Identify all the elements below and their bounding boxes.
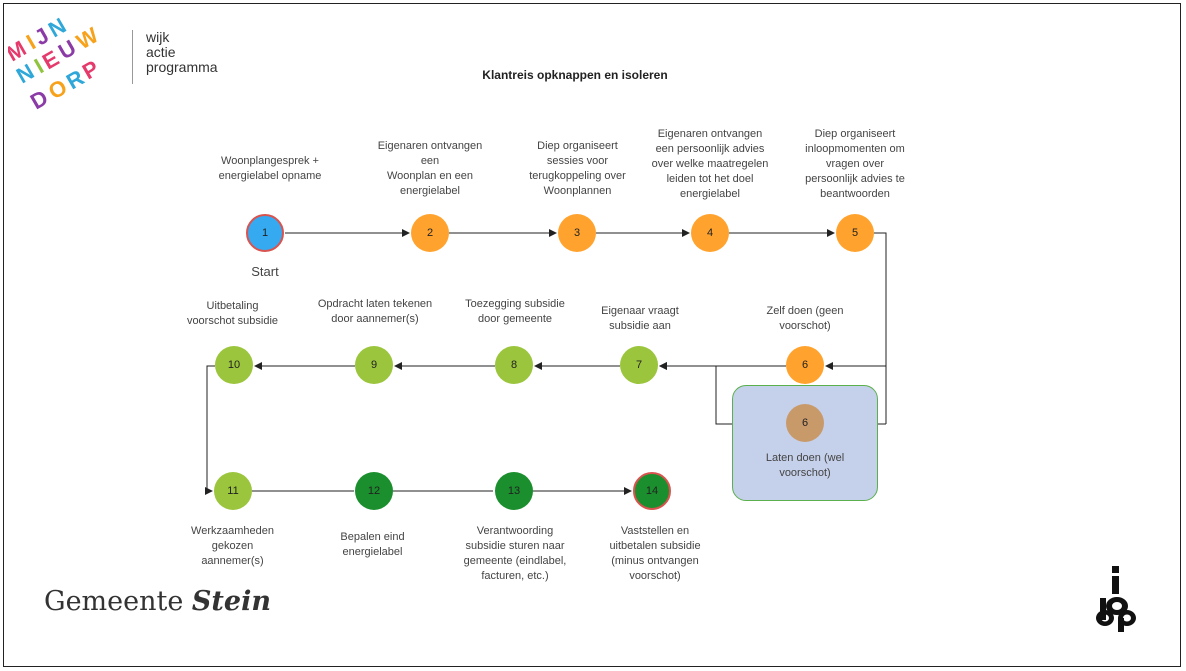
step-13-label: Verantwoording subsidie sturen naar geme… [463,525,567,582]
step-number: 8 [510,359,518,371]
step-node-12: 12 [355,472,393,510]
step-10-label: Uitbetaling voorschot subsidie [186,300,279,327]
step-number: 7 [635,359,643,371]
step-node-6b: 6 [786,404,824,442]
step-number: 5 [851,227,859,239]
step-9-label: Opdracht laten tekenen door aannemer(s) [317,298,433,325]
step-number: 6 [801,417,809,429]
step-14-label: Vaststellen en uitbetalen subsidie (minu… [609,525,701,582]
step-number: 1 [261,227,269,239]
diagram-title: Klantreis opknappen en isoleren [482,68,668,82]
step-11-label: Werkzaamheden gekozen aannemer(s) [191,525,274,567]
brand-line-3: programma [146,59,218,75]
step-node-13: 13 [495,472,533,510]
step-node-11: 11 [214,472,252,510]
step-node-5: 5 [836,214,874,252]
iedp-logo [1096,566,1136,632]
gemeente-text: Gemeente [44,586,184,617]
step-3-label: Diep organiseert sessies voor terugkoppe… [529,140,626,197]
step-number: 10 [227,359,241,371]
step-number: 6 [801,359,809,371]
step-1-label: Woonplangesprek + energielabel opname [218,155,322,182]
mijn-nieuw-dorp-logo: M I J N N I E U W D O R P [8,13,103,115]
slide-frame [3,3,1181,667]
brand-line-2: actie [146,44,176,60]
step-node-7: 7 [620,346,658,384]
step-number: 14 [645,485,659,497]
step-node-3: 3 [558,214,596,252]
step-node-2: 2 [411,214,449,252]
brand-line-1: wijk [146,29,170,45]
step-number: 9 [370,359,378,371]
step-node-14: 14 [633,472,671,510]
step-8-label: Toezegging subsidie door gemeente [465,298,565,325]
arrow-10-11 [205,365,215,495]
brand-divider [132,30,133,84]
step-number: 11 [227,485,239,497]
step-5-label: Diep organiseert inloopmomenten om vrage… [805,128,905,200]
step-node-6a: 6 [786,346,824,384]
step-number: 13 [507,485,521,497]
start-label: Start [251,264,279,279]
step-number: 4 [706,227,714,239]
step-6a-label: Zelf doen (geen voorschot) [766,305,844,332]
step-node-10: 10 [215,346,253,384]
step-7-label: Eigenaar vraagt subsidie aan [601,305,679,332]
step-12-label: Bepalen eind energielabel [340,531,405,558]
step-4-label: Eigenaren ontvangen een persoonlijk advi… [651,128,769,200]
step-node-4: 4 [691,214,729,252]
brand-text: wijk actie programma [146,30,218,75]
step-number: 3 [573,227,581,239]
step-6b-label: Laten doen (wel voorschot) [765,452,845,479]
gemeente-stein-logo: Gemeente Stein [44,586,271,617]
step-2-label: Eigenaren ontvangen een Woonplan en een … [377,140,483,197]
stein-text: Stein [191,586,271,617]
step-node-8: 8 [495,346,533,384]
step-number: 2 [426,227,434,239]
step-node-1: 1 [246,214,284,252]
step-node-9: 9 [355,346,393,384]
step-number: 12 [367,485,381,497]
connector-5-down [874,232,887,424]
laten-doen-group [732,385,878,501]
